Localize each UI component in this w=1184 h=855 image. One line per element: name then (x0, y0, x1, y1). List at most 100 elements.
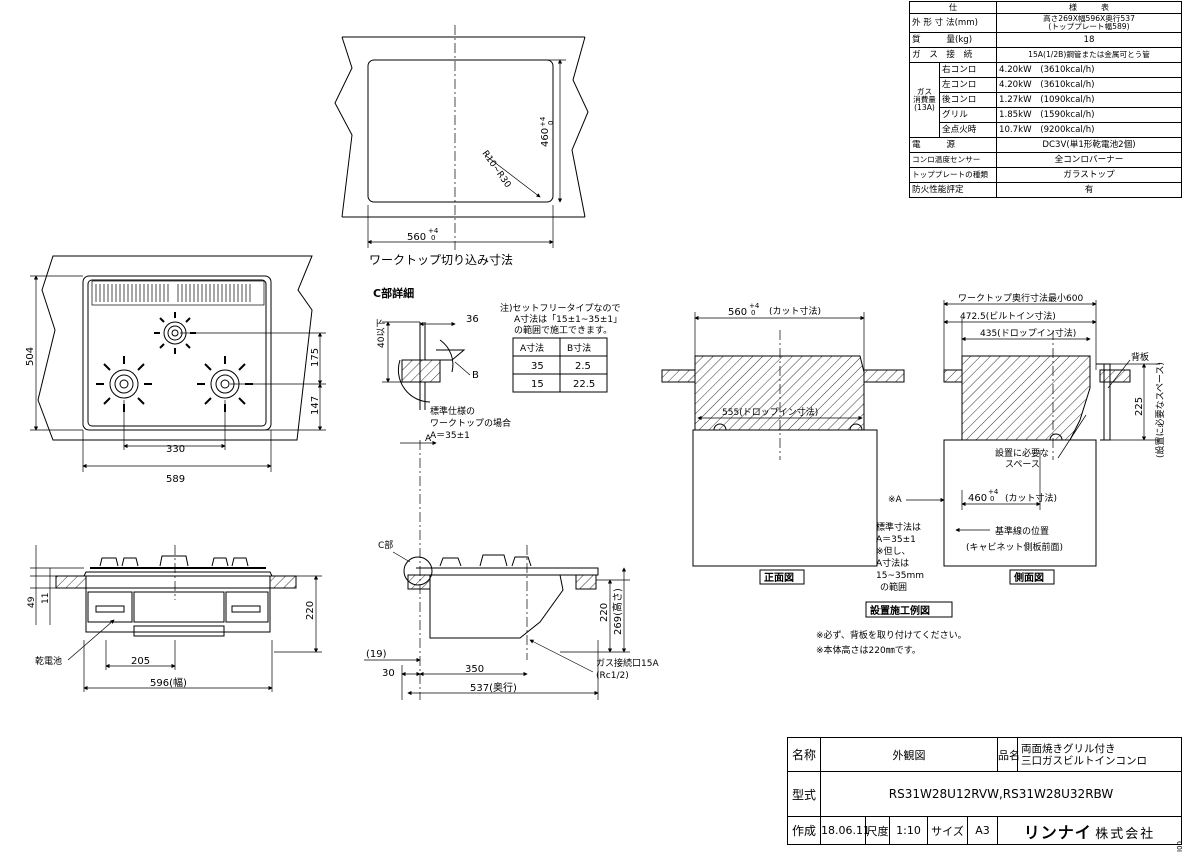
gas-conn-1: ガス接続口15A (596, 657, 659, 669)
front-dim-205: 205 (131, 656, 150, 667)
section-dim-537: 537(奥行) (470, 681, 517, 694)
note-line-2: A寸法は「15±1~35±1」 (514, 313, 622, 325)
burner-left (96, 356, 152, 412)
battery-label: 乾電池 (35, 655, 62, 667)
spec-value-dims: 高さ269X幅596X奥行537(トッププレート幅589) (996, 13, 1182, 33)
title-date: 18.06.11 (820, 816, 870, 845)
cutout-width-tol-plus: +4 (428, 227, 439, 235)
c-detail-dim-40: 40以下 (377, 319, 387, 348)
iside-ref-line2: (キャビネット側板前面) (966, 541, 1063, 553)
section-dim-269: 269(高さ) (611, 588, 624, 635)
c-detail-label-b: B (472, 370, 479, 381)
title-made-label: 作成 (787, 816, 821, 845)
title-company: リンナイ 株式会社 (997, 816, 1182, 845)
spec-label-dims: 外 形 寸 法(mm) (909, 13, 997, 33)
spec-gas-kcal: (3610kcal/h) (1040, 80, 1095, 90)
company-suffix: 株式会社 (1095, 826, 1156, 842)
spec-gas-kcal: (1590kcal/h) (1040, 110, 1095, 120)
spec-gas-kw: 10.7kW (999, 125, 1032, 135)
spec-value-dims-1: 高さ269X幅596X奥行537 (1043, 14, 1135, 23)
spec-gas-kw: 1.85kW (999, 110, 1032, 120)
title-product-value-2: 三口ガスビルトインコンロ (1021, 754, 1147, 767)
note-line-1: 注)セットフリータイプなので (500, 302, 621, 314)
spec-gas-name: 右コンロ (939, 62, 997, 78)
section-dim-350: 350 (465, 664, 484, 675)
title-scale: 1:10 (889, 816, 928, 845)
c-detail-title: C部詳細 (373, 286, 414, 300)
front-dim-49: 49 (27, 596, 37, 608)
spec-title-right: 様 表 (996, 1, 1182, 14)
company-logo: リンナイ (1023, 822, 1092, 842)
iside-tol-plus: +4 (988, 488, 999, 496)
spec-gas-kcal: (3610kcal/h) (1040, 65, 1095, 75)
spec-value-gas: 15A(1/2B)鋼管または金属可とう管 (996, 47, 1182, 63)
iside-space-2: スペース (1005, 460, 1040, 470)
spec-label-sensor: コンロ温度センサー (909, 152, 997, 168)
std-dim-4: A寸法は (876, 557, 909, 569)
install-note-1: ※必ず、背板を取り付けてください。 (816, 629, 967, 641)
spec-gas-value: 10.7kW (9200kcal/h) (996, 122, 1182, 138)
install-example-title: 設置施工例図 (870, 604, 930, 617)
spec-label-mass: 質 量(kg) (909, 32, 997, 48)
cutout-depth-dim: 460 (540, 128, 551, 147)
spec-gas-kcal: (1090kcal/h) (1040, 95, 1095, 105)
title-scale-label: 尺度 (865, 816, 890, 845)
spec-label-topplate: トッププレートの種類 (909, 167, 997, 183)
spec-gas-kw: 4.20kW (999, 80, 1032, 90)
cutout-radius-label: R10~R30 (480, 149, 513, 190)
spec-gas-kw: 4.20kW (999, 65, 1032, 75)
sheet-number: I00 (1176, 841, 1184, 852)
spec-gas-group-2: 消費量 (913, 95, 936, 104)
top-view: 330 589 504 175 147 (25, 255, 326, 485)
iside-dim-225: 225 (1134, 397, 1145, 416)
iside-worktop-min: ワークトップ奥行寸法最小600 (958, 292, 1083, 304)
section-dim-30: 30 (382, 668, 395, 679)
title-model-label: 型式 (787, 771, 821, 817)
cutout-title: ワークトップ切り込み寸法 (369, 253, 513, 267)
std-dim-2: A＝35±1 (876, 535, 916, 545)
spec-gas-group-1: ガス (916, 87, 933, 96)
iside-cut-label: (カット寸法) (1005, 492, 1057, 504)
title-block: 名称 外観図 品名 両面焼きグリル付き三口ガスビルトインコンロ 型式 RS31W… (787, 737, 1182, 845)
cutout-width-dim: 560 (407, 232, 426, 243)
title-product-label: 品名 (997, 737, 1020, 772)
std-dim-6: の範囲 (880, 581, 907, 593)
section-dim-220: 220 (599, 603, 610, 622)
front-dim-596: 596(幅) (150, 676, 187, 689)
iside-tol-zero: 0 (990, 495, 994, 503)
note-line-3: の範囲で施工できます。 (514, 324, 612, 336)
note-r1-b: 2.5 (575, 361, 591, 372)
spec-gas-name: グリル (939, 107, 997, 123)
cutout-width-tol-zero: 0 (431, 234, 435, 242)
spec-gas-value: 4.20kW (3610kcal/h) (996, 62, 1182, 78)
spec-gas-kcal: (9200kcal/h) (1040, 125, 1095, 135)
ifront-tol-zero: 0 (751, 309, 755, 317)
spec-title-left: 仕 (909, 1, 997, 14)
note-box: 注)セットフリータイプなので A寸法は「15±1~35±1」 の範囲で施工できま… (500, 302, 622, 393)
title-product-value: 両面焼きグリル付き三口ガスビルトインコンロ (1017, 737, 1182, 772)
top-dim-175: 175 (310, 348, 321, 367)
iside-cut-dim: 460 (968, 493, 987, 504)
spec-value-topplate: ガラストップ (996, 167, 1182, 183)
ifront-label: 正面図 (764, 572, 794, 584)
std-dim-3: ※但し、 (876, 545, 911, 557)
iside-space-1: 設置に必要な (995, 447, 1049, 459)
spec-value-dims-2: (トッププレート幅589) (1048, 22, 1130, 31)
spec-gas-value: 4.20kW (3610kcal/h) (996, 77, 1182, 93)
title-size: A3 (967, 816, 998, 845)
std-note-1: 標準仕様の (430, 405, 475, 417)
front-view: 49 11 220 205 596(幅) 乾電池 (27, 545, 322, 692)
spec-gas-name: 左コンロ (939, 77, 997, 93)
note-header-b: B寸法 (567, 342, 591, 354)
spec-value-sensor: 全コンロバーナー (996, 152, 1182, 168)
cutout-view: 560 +4 0 460 +4 0 R10~R30 ワークトップ切り込み寸法 (334, 25, 589, 267)
install-front-view: 560 +4 0 (カット寸法) 555(ドロップイン寸法) 正面図 (661, 302, 905, 585)
note-r1-a: 35 (531, 361, 544, 372)
title-name-label: 名称 (787, 737, 821, 772)
cutout-depth-tol-zero: 0 (547, 121, 555, 125)
install-side-view: ワークトップ奥行寸法最小600 472.5(ビルトイン寸法) 435(ドロップイ… (888, 292, 1166, 585)
section-dim-19: (19) (366, 649, 387, 660)
spec-value-mass: 18 (996, 32, 1182, 48)
spec-gas-name: 全点火時 (939, 122, 997, 138)
